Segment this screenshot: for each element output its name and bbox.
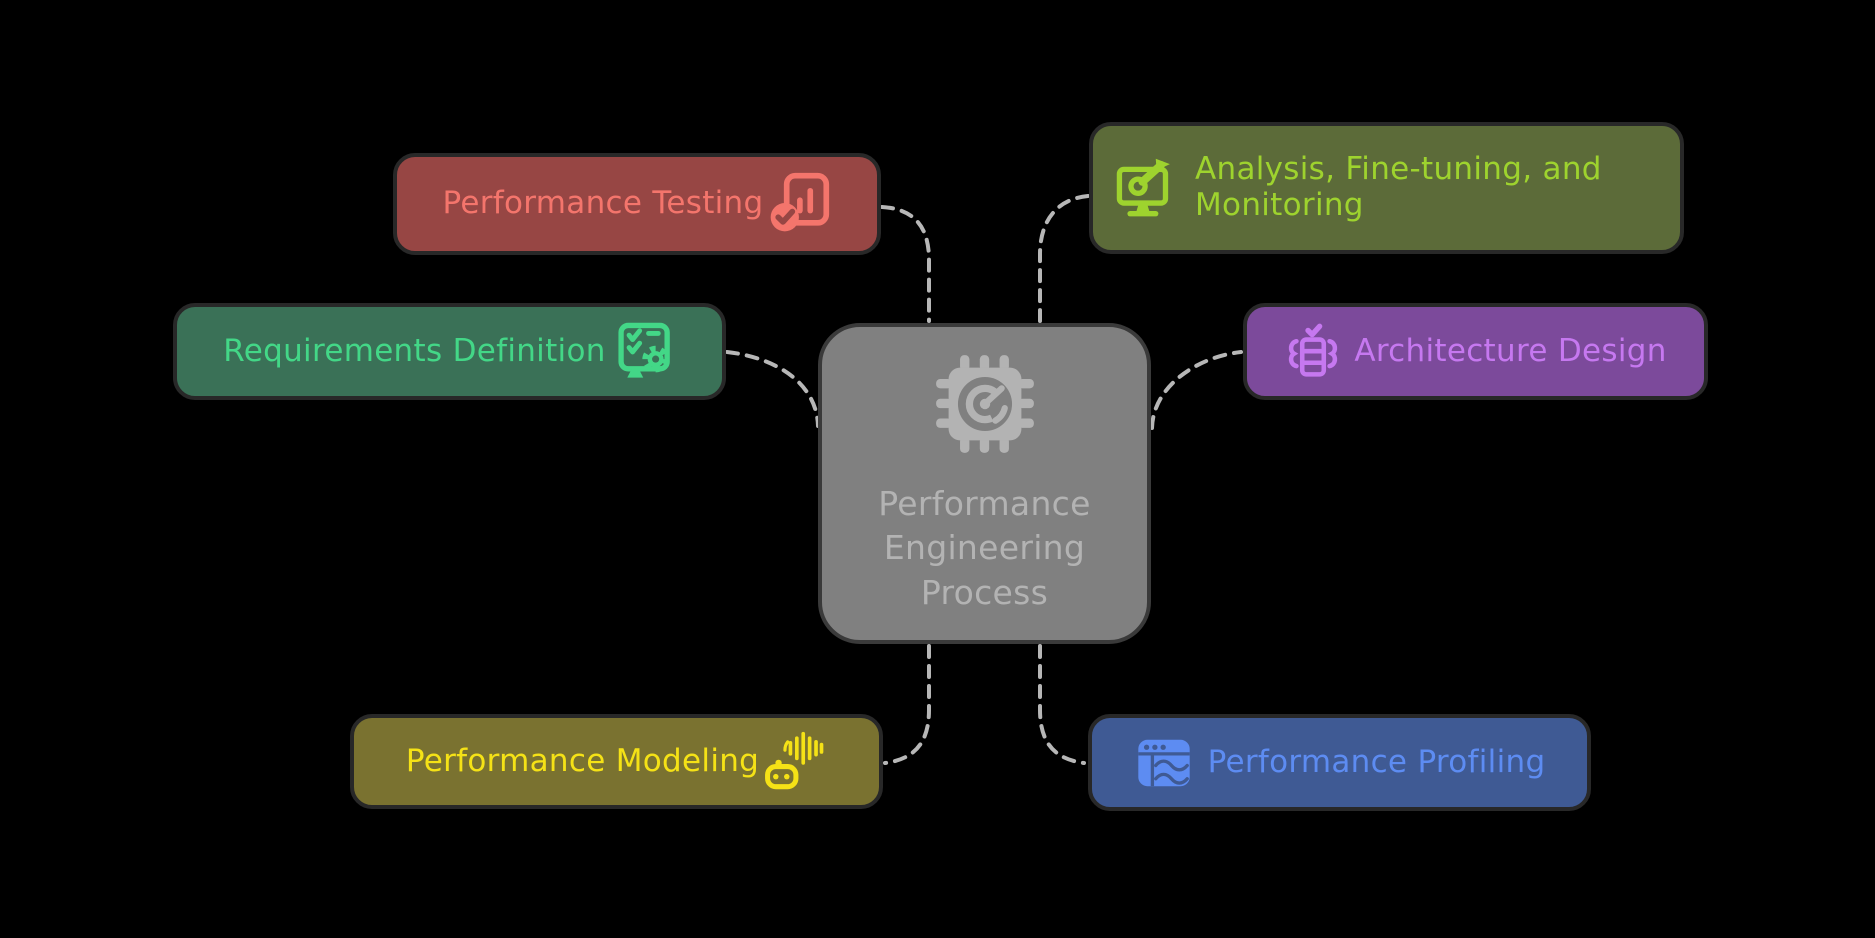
connector-requirements-center (725, 350, 820, 428)
connector-testing-center (880, 205, 931, 323)
node-analysis-fine-tuning-monitoring: Analysis, Fine-tuning, and Monitoring (1089, 122, 1684, 254)
bot-soundwave-icon (765, 731, 824, 789)
connector-center-modeling (883, 644, 931, 765)
report-check-icon (771, 172, 830, 232)
node-performance-testing: Performance Testing (393, 153, 881, 255)
connector-analysis-center (1038, 194, 1090, 323)
node-label: Performance Modeling (405, 742, 760, 779)
node-label: Requirements Definition (223, 332, 606, 369)
checklist-gear-icon (618, 322, 670, 378)
connector-center-architecture (1150, 350, 1243, 430)
node-label: Analysis, Fine-tuning, and Monitoring (1195, 152, 1602, 223)
node-architecture-design: Architecture Design (1243, 303, 1708, 400)
structure-check-icon (1289, 323, 1338, 377)
node-performance-profiling: Performance Profiling (1088, 714, 1591, 811)
monitor-tuning-icon (1116, 158, 1170, 217)
cpu-gauge-icon (935, 354, 1034, 453)
node-performance-modeling: Performance Modeling (350, 714, 883, 809)
node-label: Architecture Design (1354, 332, 1667, 369)
node-label-line-2: Monitoring (1195, 187, 1364, 223)
node-label: Performance Profiling (1207, 743, 1546, 780)
node-label-line-1: Analysis, Fine-tuning, and (1195, 151, 1602, 188)
node-requirements-definition: Requirements Definition (173, 303, 726, 400)
node-performance-engineering-process: Performance Engineering Process (818, 323, 1151, 644)
connector-center-profiling (1038, 644, 1086, 765)
node-label: Performance Testing (442, 185, 764, 222)
node-label: Performance Engineering Process (878, 483, 1091, 612)
profiler-window-icon (1137, 739, 1190, 786)
